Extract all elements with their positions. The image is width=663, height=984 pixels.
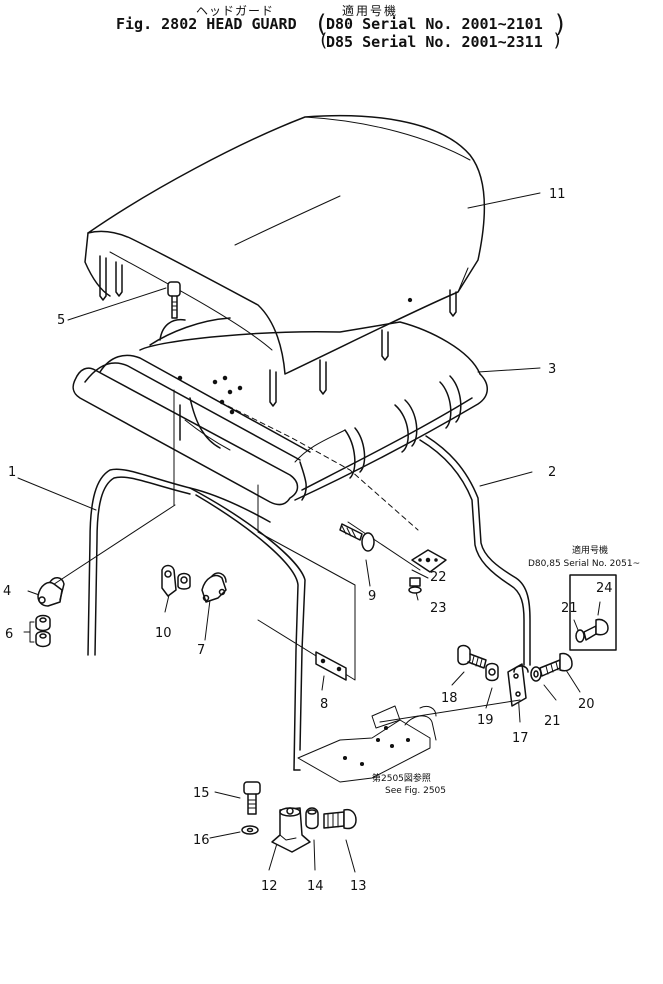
callout-24: 24 <box>596 581 613 596</box>
paren-open-top: ( <box>314 10 329 38</box>
callout-15: 15 <box>193 786 210 801</box>
frame-rack <box>72 317 488 531</box>
plate-frame-8 <box>257 484 356 681</box>
callout-17: 17 <box>512 731 529 746</box>
callout-3: 3 <box>548 362 556 377</box>
callout-21-upper: 21 <box>561 601 578 616</box>
callout-2: 2 <box>548 465 556 480</box>
clamp-4-nuts-6 <box>35 577 65 648</box>
applicable-note-serial: D80,85 Serial No. 2051~ <box>528 559 640 569</box>
callout-4: 4 <box>3 584 11 599</box>
nut-19 <box>485 662 499 682</box>
callout-21-lower: 21 <box>544 714 561 729</box>
kana-title: ヘッドガード <box>196 4 275 18</box>
paren-open-bottom: ( <box>318 30 329 51</box>
callout-23: 23 <box>430 601 447 616</box>
callout-6: 6 <box>5 627 13 642</box>
callout-7: 7 <box>197 643 205 658</box>
callout-19: 19 <box>477 713 494 728</box>
pipe-left <box>87 468 306 771</box>
callout-1: 1 <box>8 465 16 480</box>
callout-18: 18 <box>441 691 458 706</box>
washer-21 <box>530 666 542 682</box>
paren-close-bottom: ) <box>552 30 563 51</box>
canopy-roof <box>84 114 486 407</box>
callout-8: 8 <box>320 697 328 712</box>
see-fig-note-jp: 第2505図参照 <box>372 772 431 784</box>
callout-11: 11 <box>549 187 566 202</box>
bolt-9 <box>339 523 375 552</box>
applicable-label: 適用号機 <box>342 4 399 18</box>
callout-9: 9 <box>368 589 376 604</box>
bolt-18 <box>457 644 487 669</box>
serial-d80: D80 Serial No. 2001~2101 <box>326 15 543 33</box>
bolt-5 <box>167 281 181 319</box>
base-plate-reference <box>297 699 521 783</box>
callout-22: 22 <box>430 570 447 585</box>
bolt-15 <box>243 781 261 815</box>
figure-title: Fig. 2802 HEAD GUARD <box>116 15 297 33</box>
mount-12 <box>271 807 311 853</box>
callout-12: 12 <box>261 879 278 894</box>
pipe-right <box>419 435 531 666</box>
clamp-10 <box>161 564 191 597</box>
bracket-17 <box>507 663 529 707</box>
paren-close-top: ) <box>553 10 568 38</box>
leader-lines <box>17 192 601 873</box>
bolt-24-group <box>569 574 617 651</box>
plate-22 <box>411 549 447 573</box>
callout-5: 5 <box>57 313 65 328</box>
washer-16 <box>241 825 259 835</box>
see-fig-note: See Fig. 2505 <box>385 786 446 796</box>
nut-14 <box>305 807 319 830</box>
callout-16: 16 <box>193 833 210 848</box>
applicable-note-jp: 適用号機 <box>572 544 608 556</box>
callout-10: 10 <box>155 626 172 641</box>
clamp-7 <box>201 572 227 603</box>
bolt-13 <box>323 808 357 830</box>
callout-20: 20 <box>578 697 595 712</box>
serial-d85: D85 Serial No. 2001~2311 <box>326 33 543 51</box>
callout-13: 13 <box>350 879 367 894</box>
callout-14: 14 <box>307 879 324 894</box>
bolt-23 <box>408 577 422 594</box>
